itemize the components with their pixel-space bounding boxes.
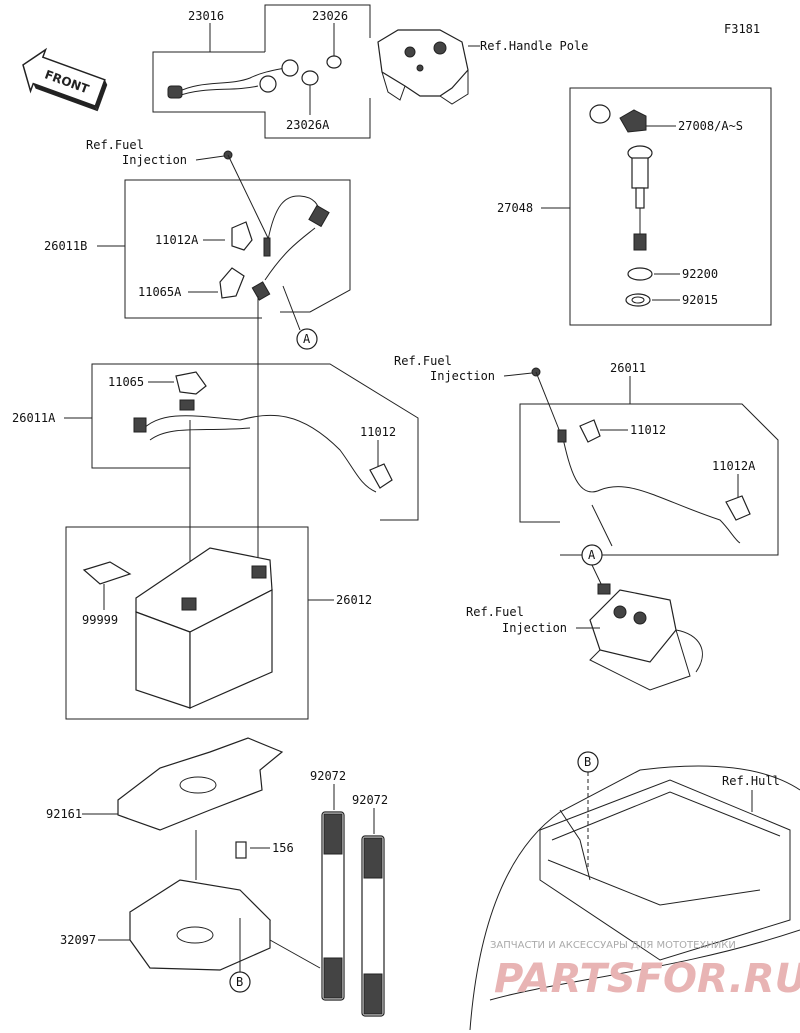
label-11012A-1: 11012A — [155, 233, 199, 247]
label-ref-fuel-3b: Injection — [502, 621, 567, 635]
label-ref-hull: Ref.Hull — [722, 774, 780, 788]
label-27008: 27008/A~S — [678, 119, 743, 133]
label-11065A: 11065A — [138, 285, 182, 299]
label-11012-2: 11012 — [630, 423, 666, 437]
group-26012: 26012 99999 — [65, 296, 372, 720]
group-27048: 27048 27008/A~S 92200 92015 — [497, 87, 772, 326]
group-26011: Ref.Fuel Injection 26011 11012 11012A A — [394, 354, 779, 691]
group-32097: 92161 156 32097 B — [46, 737, 321, 993]
front-arrow-icon: FRONT — [22, 47, 108, 112]
label-26011A: 26011A — [12, 411, 56, 425]
label-23026A: 23026A — [286, 118, 330, 132]
label-11012-1: 11012 — [360, 425, 396, 439]
label-ref-fuel-1b: Injection — [122, 153, 187, 167]
label-ref-handle-pole: Ref.Handle Pole — [480, 39, 588, 53]
figure-code: F3181 — [724, 22, 760, 36]
label-ref-fuel-2a: Ref.Fuel — [394, 354, 452, 368]
label-11065: 11065 — [108, 375, 144, 389]
group-hull: B Ref.Hull — [469, 751, 800, 1031]
watermark-line2: PARTSFOR.RU — [494, 956, 800, 1002]
group-26011A: 26011A 11065 11012 — [12, 363, 419, 521]
label-27048: 27048 — [497, 201, 533, 215]
sticker-99999 — [82, 561, 132, 585]
label-23016: 23016 — [188, 9, 224, 23]
label-99999: 99999 — [82, 613, 118, 627]
label-callout-B-2: B — [236, 975, 243, 989]
handle-pole — [377, 29, 469, 105]
label-92072-2: 92072 — [352, 793, 388, 807]
callout-B-2 — [229, 971, 251, 993]
label-callout-A-2: A — [588, 548, 596, 562]
label-32097: 32097 — [60, 933, 96, 947]
callout-A-1 — [296, 328, 318, 350]
label-26012: 26012 — [336, 593, 372, 607]
label-26011: 26011 — [610, 361, 646, 375]
battery-tray — [129, 879, 271, 971]
group-23016: 23016 23026 23026A Ref.Handle Pole — [152, 4, 588, 139]
label-156: 156 — [272, 841, 294, 855]
label-callout-B-1: B — [584, 755, 591, 769]
label-ref-fuel-2b: Injection — [430, 369, 495, 383]
strap-92072-1 — [321, 811, 345, 1001]
strap-92072-2 — [361, 835, 385, 1017]
mat-92161 — [117, 737, 284, 831]
label-26011B: 26011B — [44, 239, 87, 253]
relay-assembly — [589, 583, 703, 691]
group-92072: 92072 92072 — [310, 769, 388, 1017]
label-ref-fuel-3a: Ref.Fuel — [466, 605, 524, 619]
plug-23026 — [326, 55, 342, 69]
label-92161: 92161 — [46, 807, 82, 821]
label-23026: 23026 — [312, 9, 348, 23]
watermark-line1: ЗАПЧАСТИ И АКСЕССУАРЫ ДЛЯ МОТОТЕХНИКИ — [490, 940, 736, 951]
label-92072-1: 92072 — [310, 769, 346, 783]
plug-23026A — [301, 70, 319, 86]
battery — [135, 547, 273, 709]
bolt-156 — [235, 841, 247, 859]
group-26011B: Ref.Fuel Injection 26011B 11012A 11065A … — [44, 138, 351, 350]
label-callout-A-1: A — [303, 332, 311, 346]
label-11012A-2: 11012A — [712, 459, 756, 473]
label-92200: 92200 — [682, 267, 718, 281]
label-92015: 92015 — [682, 293, 718, 307]
label-ref-fuel-1a: Ref.Fuel — [86, 138, 144, 152]
callout-B-1 — [577, 751, 599, 773]
